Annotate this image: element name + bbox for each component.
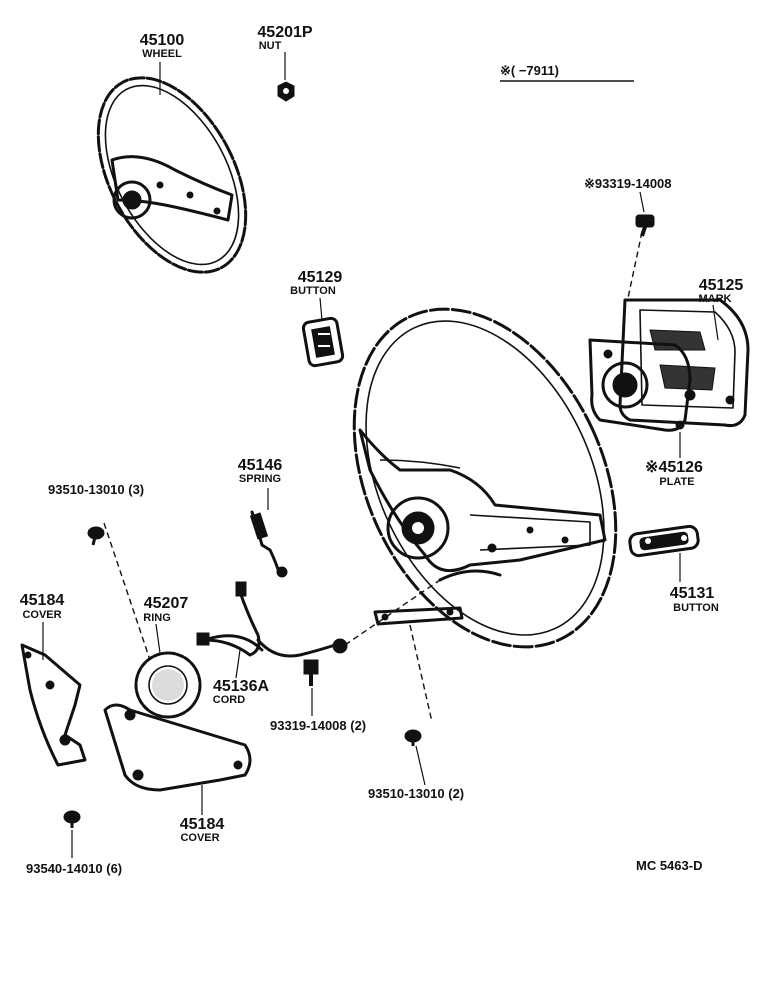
part-number: 45184: [180, 816, 225, 833]
part-number: 45136A: [213, 678, 269, 695]
assembly-line: [409, 624, 433, 723]
part-number: 45146: [238, 457, 283, 474]
fastener-label: 93510-13010 (3): [48, 482, 144, 497]
assembly-line: [103, 522, 151, 661]
diagram-code: MC 5463-D: [636, 858, 702, 873]
part-name: RING: [143, 612, 171, 624]
assembly-line: [627, 231, 643, 299]
part-name: CORD: [213, 694, 245, 706]
part-number: 45131: [670, 585, 715, 602]
part-number: 45207: [144, 595, 189, 612]
backing-plate-icon: [588, 338, 692, 432]
screw-icon: [635, 214, 655, 237]
column-cover-icon: [20, 643, 87, 767]
horn-button-small-icon: [628, 524, 700, 558]
part-number: ※45126: [645, 459, 703, 476]
wire-harness-icon: [196, 581, 348, 658]
screw-icon: [87, 526, 105, 546]
column-cover-bottom-icon: [103, 703, 252, 792]
part-name: PLATE: [659, 476, 694, 488]
fastener-label: 93319-14008 (2): [270, 718, 366, 733]
screw-icon: [404, 729, 422, 746]
part-name: COVER: [180, 832, 219, 844]
serial-range-note: ※( −7911): [500, 63, 559, 78]
part-name: BUTTON: [290, 285, 336, 297]
bolt-icon: [303, 659, 319, 686]
steering-wheel-small-icon: [96, 76, 248, 274]
fastener-label: ※93319-14008: [584, 176, 672, 191]
fastener-label: 93510-13010 (2): [368, 786, 464, 801]
slip-ring-icon: [134, 651, 202, 719]
assembly-line: [344, 579, 441, 646]
leader-lines: [42, 52, 719, 858]
part-name: SPRING: [239, 473, 281, 485]
horn-button-icon: [301, 316, 345, 368]
part-number: 45201P: [257, 24, 312, 41]
part-name: NUT: [259, 40, 282, 52]
hex-nut-icon: [277, 81, 295, 102]
part-number: 45100: [140, 32, 185, 49]
part-name: BUTTON: [673, 602, 719, 614]
screw-icon: [63, 810, 81, 828]
part-name: COVER: [22, 609, 61, 621]
part-number: 45125: [699, 277, 744, 294]
part-name: MARK: [699, 293, 732, 305]
part-number: 45129: [298, 269, 343, 286]
contact-spring-icon: [249, 510, 288, 578]
fastener-label: 93540-14010 (6): [26, 861, 122, 876]
emblem-mark-icon: [618, 298, 750, 427]
part-name: WHEEL: [142, 48, 182, 60]
mounting-bracket-icon: [373, 606, 464, 626]
steering-wheel-icon: [352, 307, 618, 649]
part-number: 45184: [20, 592, 65, 609]
